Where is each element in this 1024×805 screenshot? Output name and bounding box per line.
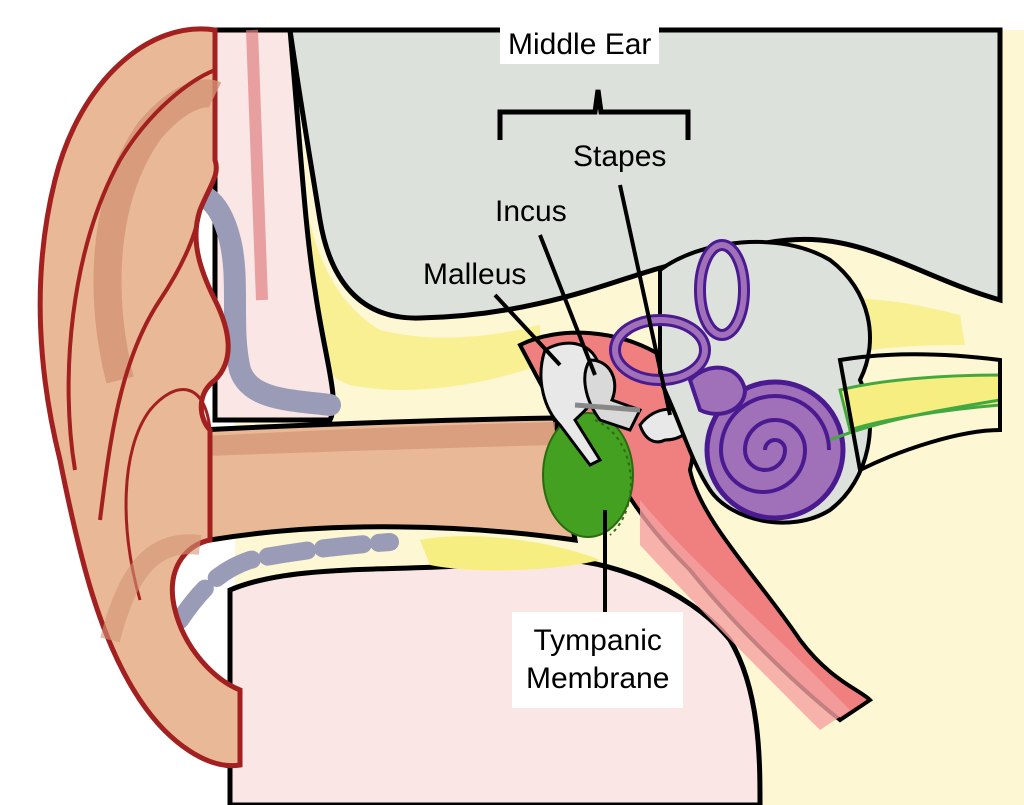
concha: [124, 388, 212, 601]
cochlea-spiral: [718, 394, 831, 494]
lobule-fold: [100, 534, 202, 643]
stapes-label: Stapes: [573, 140, 667, 173]
pinna: [37, 26, 243, 769]
antihelix: [98, 209, 202, 521]
semicircular-canal-horizontal-inner: [612, 317, 708, 383]
malleus-pointer: [493, 293, 562, 367]
stapes-pointer: [618, 184, 672, 416]
tympanic-label-line2: Membrane: [526, 662, 670, 695]
helix-inner: [93, 79, 222, 384]
middle-ear-label: Middle Ear: [500, 26, 660, 64]
eustachian-tube: [640, 500, 850, 730]
tympanic-label-line1: Tympanic: [533, 624, 662, 657]
malleus-label: Malleus: [423, 258, 527, 291]
nerve-sheath: [837, 352, 1002, 473]
helix-ridge: [66, 68, 216, 471]
incus-pointer: [538, 234, 597, 376]
incus-bone: [583, 358, 643, 432]
semicircular-canal-vertical-inner: [697, 242, 747, 338]
ossicle-ligament: [574, 402, 641, 413]
vestibule: [687, 365, 748, 416]
nerve-bundle: [829, 398, 1001, 442]
temporal-fat-upper: [300, 150, 540, 390]
skull-cavity: [287, 27, 1003, 321]
tympanic-membrane-label: Tympanic Membrane: [512, 612, 684, 708]
canal-top-dark: [205, 422, 555, 456]
tympanic-dotted: [594, 419, 632, 536]
lower-fat: [420, 536, 600, 571]
cartilage-lower: [171, 533, 399, 629]
incus-label: Incus: [495, 195, 567, 228]
tympanic-membrane: [542, 412, 634, 538]
middle-ear-brace: [497, 89, 691, 140]
vessel-line: [246, 29, 268, 301]
